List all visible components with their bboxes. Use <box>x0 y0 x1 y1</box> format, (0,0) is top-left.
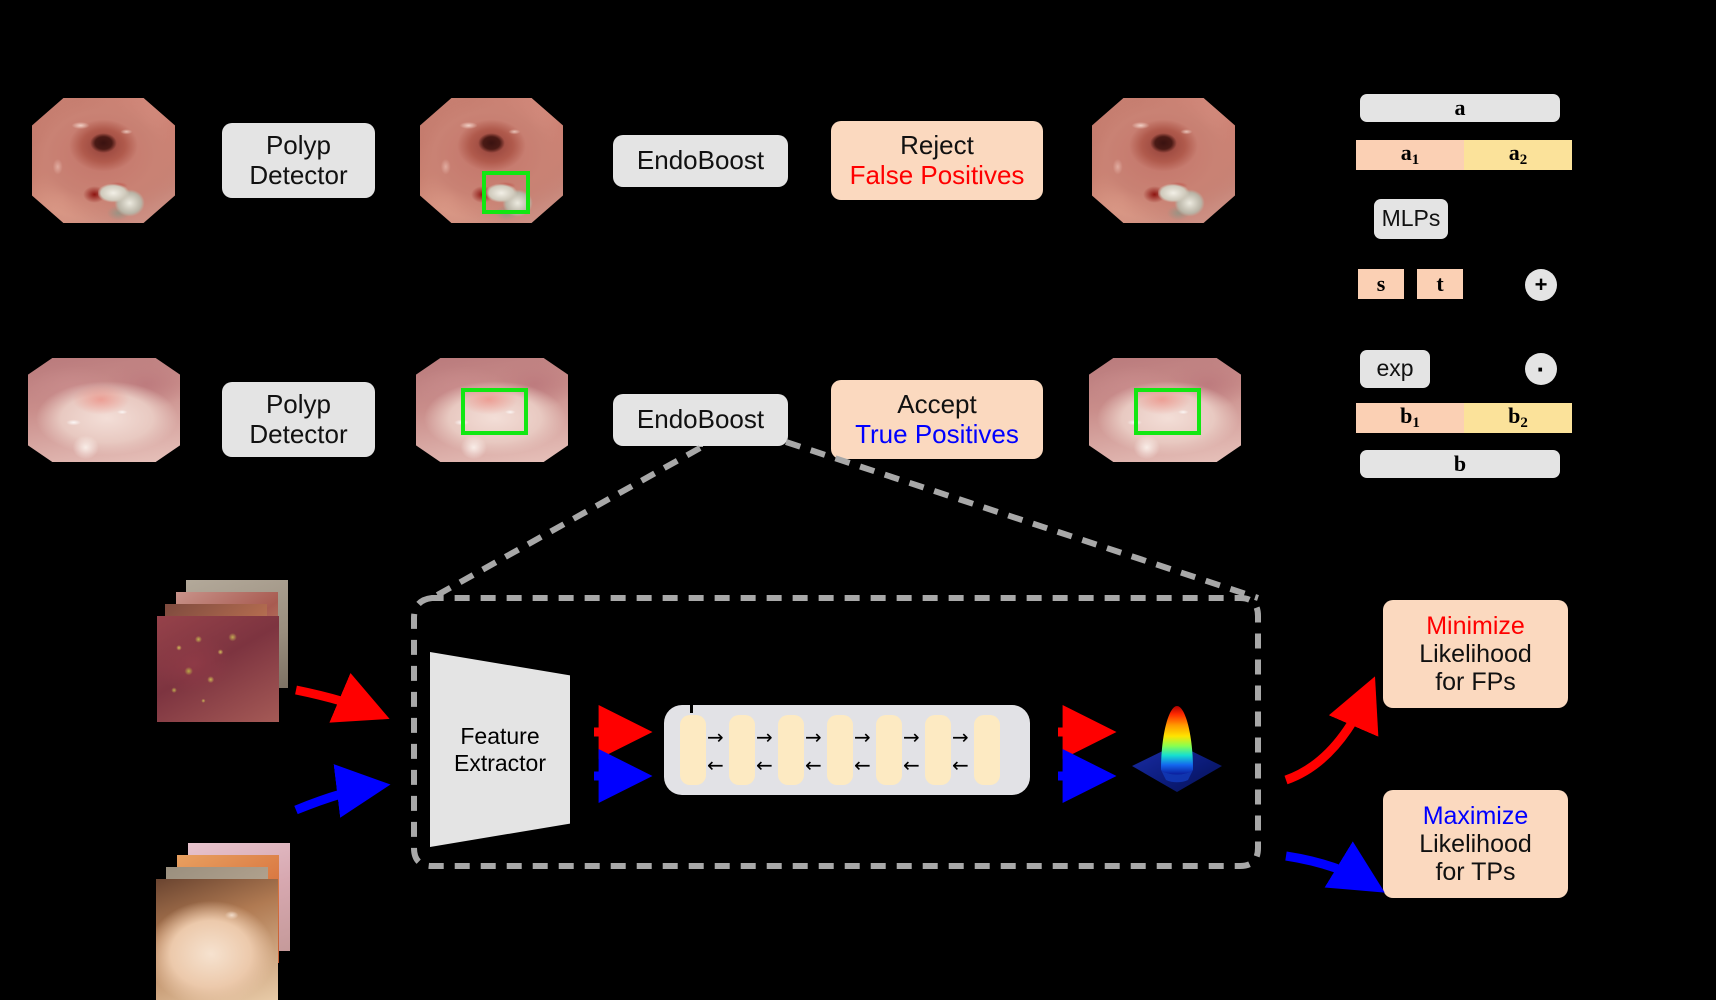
subscript: 1 <box>1411 152 1420 169</box>
detection-bounding-box <box>482 171 530 214</box>
subscript: 2 <box>1520 415 1528 432</box>
polyp-detector-label-line1: Polyp <box>265 130 332 161</box>
endoboost-box-fp[interactable]: EndoBoost <box>613 135 788 187</box>
coupling-output-bar-label: b <box>1453 451 1467 476</box>
feature-extractor-block[interactable]: Feature Extractor <box>430 652 570 847</box>
endoboost-box-tp[interactable]: EndoBoost <box>613 394 788 446</box>
coupling-param-t-label: t <box>1436 271 1444 296</box>
minimize-objective-box[interactable]: Minimize Likelihood for FPs <box>1383 600 1568 708</box>
flow-backward-arrow: ← <box>756 753 773 777</box>
normalizing-flow-block[interactable]: → → → → → → ← ← ← ← ← ← <box>664 705 1030 795</box>
true-positives-label: True Positives <box>855 418 1019 449</box>
coupling-split-a2: a2 <box>1464 140 1572 170</box>
coupling-split-a1-label: a1 <box>1400 140 1420 169</box>
flow-cell <box>729 715 755 785</box>
fp-stack-tile-front <box>157 616 279 722</box>
flow-cell <box>680 715 706 785</box>
coupling-input-bar-a: a <box>1360 94 1560 122</box>
tp-input-image <box>28 358 180 462</box>
latent-to-maximize-arrow <box>1285 841 1385 893</box>
tp-detected-image <box>416 358 568 462</box>
subscript: 2 <box>1519 152 1528 169</box>
mlps-box[interactable]: MLPs <box>1374 199 1448 239</box>
flow-backward-arrow: ← <box>805 753 822 777</box>
reject-decision-box[interactable]: Reject False Positives <box>831 121 1043 200</box>
fp-input-arrow <box>295 672 390 723</box>
detection-bounding-box <box>461 388 528 435</box>
coupling-param-t: t <box>1417 269 1463 299</box>
polyp-detector-box-fp[interactable]: Polyp Detector <box>222 123 375 198</box>
add-operator-label: + <box>1534 272 1548 297</box>
reject-label: Reject <box>900 130 974 161</box>
coupling-split-a1: a1 <box>1356 140 1464 170</box>
polyp-detector-label-line2: Detector <box>249 159 348 190</box>
flow-backward-arrow: ← <box>903 753 920 777</box>
maximize-line2-label: Likelihood <box>1419 830 1532 858</box>
polyp-detector-box-tp[interactable]: Polyp Detector <box>222 382 375 457</box>
gaussian-surface-svg <box>1132 706 1222 792</box>
exp-label: exp <box>1376 355 1414 382</box>
tp-output-image <box>1089 358 1241 462</box>
maximize-line3-label: for TPs <box>1435 858 1516 886</box>
flow-backward-arrow: ← <box>952 753 969 777</box>
instrument-tip <box>1157 180 1210 221</box>
flow-forward-arrow: → <box>805 725 822 749</box>
add-operator-circle: + <box>1525 269 1557 301</box>
detection-bounding-box <box>1134 388 1201 435</box>
coupling-param-s: s <box>1358 269 1404 299</box>
multiply-operator-circle: · <box>1525 353 1557 385</box>
flow-cell <box>827 715 853 785</box>
flow-forward-arrow: → <box>707 725 724 749</box>
flow-forward-arrow: → <box>903 725 920 749</box>
coupling-output-b2-label: b2 <box>1508 403 1528 432</box>
flow-backward-arrow: ← <box>854 753 871 777</box>
multiply-operator-label: · <box>1536 353 1546 384</box>
tp-stack-tile-front <box>156 879 278 1000</box>
flow-block-connector-tick <box>690 695 693 713</box>
coupling-output-bar-b: b <box>1360 450 1560 478</box>
endoscopy-frame-texture <box>416 358 568 462</box>
endoscopy-frame-texture <box>32 98 175 223</box>
maximize-objective-box[interactable]: Maximize Likelihood for TPs <box>1383 790 1568 898</box>
feature-extractor-label-line2: Extractor <box>453 749 547 776</box>
coupling-output-b1: b1 <box>1356 403 1464 433</box>
flow-cell <box>974 715 1000 785</box>
feature-extractor-label-line1: Feature <box>460 722 540 749</box>
accept-decision-box[interactable]: Accept True Positives <box>831 380 1043 459</box>
fp-output-image <box>1092 98 1235 223</box>
tp-input-arrow <box>294 764 391 818</box>
coupling-split-a2-label: a2 <box>1508 140 1528 169</box>
accept-label: Accept <box>897 389 977 420</box>
flow-backward-arrow: ← <box>707 753 724 777</box>
coupling-output-b2: b2 <box>1464 403 1572 433</box>
false-positives-label: False Positives <box>849 159 1025 190</box>
subscript: 1 <box>1412 415 1420 432</box>
endoboost-label: EndoBoost <box>636 404 765 435</box>
flow-cell <box>778 715 804 785</box>
fp-input-image <box>32 98 175 223</box>
minimize-line2-label: Likelihood <box>1419 640 1532 668</box>
polyp-detector-label-line1: Polyp <box>265 389 332 420</box>
exp-box[interactable]: exp <box>1360 350 1430 388</box>
polyp-detector-label-line2: Detector <box>249 418 348 449</box>
instrument-tip <box>97 180 150 221</box>
fp-detected-image <box>420 98 563 223</box>
latent-to-minimize-arrow <box>1284 676 1379 785</box>
coupling-param-s-label: s <box>1376 271 1386 296</box>
gaussian-latent-density-surface <box>1128 700 1226 796</box>
minimize-line3-label: for FPs <box>1435 668 1516 696</box>
flow-forward-arrow: → <box>854 725 871 749</box>
maximize-verb-label: Maximize <box>1422 802 1529 830</box>
coupling-output-b1-label: b1 <box>1400 403 1420 432</box>
mlps-label: MLPs <box>1381 205 1441 232</box>
flow-cell <box>925 715 951 785</box>
coupling-input-bar-label: a <box>1454 95 1466 120</box>
endoscopy-frame-texture <box>28 358 180 462</box>
flow-cell <box>876 715 902 785</box>
minimize-verb-label: Minimize <box>1426 612 1525 640</box>
flow-forward-arrow: → <box>756 725 773 749</box>
endoboost-label: EndoBoost <box>636 145 765 176</box>
flow-forward-arrow: → <box>952 725 969 749</box>
